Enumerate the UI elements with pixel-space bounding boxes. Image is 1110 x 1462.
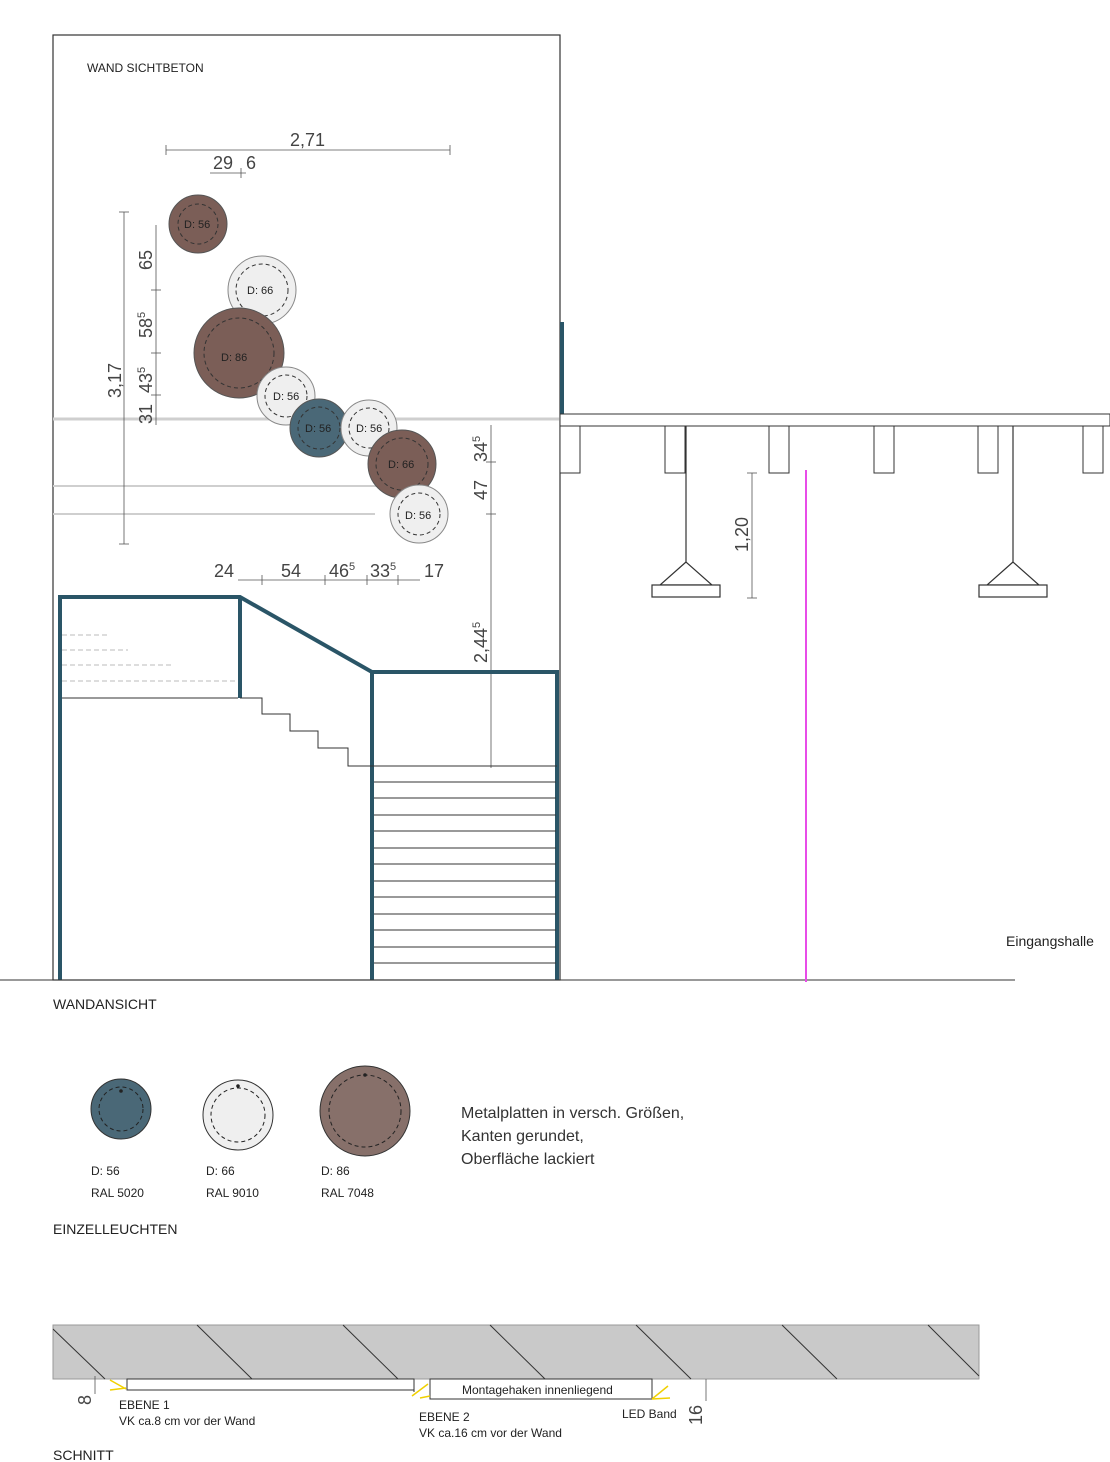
legend-lamp-56: D: 56 RAL 5020 (90, 1078, 152, 1200)
svg-text:54: 54 (281, 561, 301, 581)
svg-text:435: 435 (136, 367, 156, 393)
legend-lamp-86: D: 86 RAL 7048 (319, 1065, 411, 1200)
dimension-pendant-height: 1,20 (732, 472, 757, 599)
lamp: D: 66 (367, 429, 437, 499)
svg-text:D: 56: D: 56 (273, 391, 299, 403)
entrance-label: Eingangshalle (1006, 933, 1094, 949)
svg-text:1,20: 1,20 (732, 517, 752, 552)
dimension-top-sub: 29 6 (210, 153, 256, 178)
svg-text:17: 17 (424, 561, 444, 581)
svg-text:Metalplatten in versch. Größen: Metalplatten in versch. Größen, (461, 1105, 684, 1122)
wall-label: WAND SICHTBETON (87, 61, 204, 75)
view-title: WANDANSICHT (53, 996, 157, 1012)
hook-label: Montagehaken innenliegend (462, 1383, 613, 1397)
plate-level-2 (429, 1378, 653, 1400)
svg-text:2,71: 2,71 (290, 130, 325, 150)
svg-text:65: 65 (136, 250, 156, 270)
pendant-lamp (978, 426, 1048, 598)
staircase (58, 595, 559, 980)
svg-text:335: 335 (370, 561, 396, 581)
lamp: D: 86 (193, 307, 285, 399)
legend-lamp-66: D: 66 RAL 9010 (202, 1079, 274, 1200)
level-1-title: EBENE 1 (119, 1398, 170, 1412)
lamp: D: 56 (389, 484, 449, 544)
ceiling-structure (559, 322, 1110, 474)
legend-title: EINZELLEUCHTEN (53, 1221, 177, 1237)
svg-text:465: 465 (329, 561, 355, 581)
svg-text:D: 56: D: 56 (356, 423, 382, 435)
svg-text:6: 6 (246, 153, 256, 173)
lamp-cluster: D: 56 D: 66 D: 86 D: 56 D: 56 D: 56 (168, 194, 449, 544)
svg-text:D: 56: D: 56 (184, 219, 210, 231)
led-marks (109, 1379, 671, 1400)
svg-text:RAL 9010: RAL 9010 (206, 1186, 259, 1200)
wall-outline (52, 34, 561, 981)
svg-text:29: 29 (213, 153, 233, 173)
svg-text:47: 47 (471, 480, 491, 500)
svg-text:345: 345 (471, 436, 491, 462)
led-label: LED Band (622, 1407, 677, 1421)
dimension-top-total: 2,71 (165, 130, 451, 155)
lamp: D: 56 (168, 194, 228, 254)
section-dim-left: 8 (75, 1376, 96, 1405)
svg-text:D: 66: D: 66 (388, 459, 414, 471)
svg-text:RAL 5020: RAL 5020 (91, 1186, 144, 1200)
svg-text:D: 86: D: 86 (321, 1164, 350, 1178)
svg-text:D: 56: D: 56 (91, 1164, 120, 1178)
svg-text:31: 31 (136, 404, 156, 424)
level-1-desc: VK ca.8 cm vor der Wand (119, 1414, 255, 1428)
pendant-lamp (651, 426, 721, 598)
svg-text:24: 24 (214, 561, 234, 581)
svg-text:RAL 7048: RAL 7048 (321, 1186, 374, 1200)
svg-text:2,445: 2,445 (471, 622, 491, 663)
dimension-right: 345 47 2,445 (471, 425, 496, 768)
svg-text:16: 16 (686, 1405, 706, 1425)
level-2-title: EBENE 2 (419, 1410, 470, 1424)
svg-text:D: 66: D: 66 (206, 1164, 235, 1178)
lamp: D: 66 (227, 255, 297, 325)
svg-text:D: 56: D: 56 (305, 423, 331, 435)
dimension-vertical-sub: 65 585 435 31 (136, 225, 161, 425)
svg-text:Oberfläche lackiert: Oberfläche lackiert (461, 1151, 595, 1168)
section-wall (52, 1324, 980, 1380)
section-dim-right: 16 (686, 1379, 707, 1425)
dimension-vertical-total: 3,17 (105, 211, 129, 545)
section-title: SCHNITT (53, 1447, 114, 1462)
lamp: D: 56 (289, 398, 349, 458)
svg-text:585: 585 (136, 312, 156, 338)
svg-text:Kanten gerundet,: Kanten gerundet, (461, 1128, 584, 1145)
svg-text:8: 8 (75, 1395, 95, 1405)
svg-text:3,17: 3,17 (105, 363, 125, 398)
svg-text:D: 86: D: 86 (221, 352, 247, 364)
level-2-desc: VK ca.16 cm vor der Wand (419, 1426, 562, 1440)
plate-level-1 (126, 1378, 415, 1391)
legend-description: Metalplatten in versch. Größen, Kanten g… (461, 1105, 684, 1168)
svg-text:D: 66: D: 66 (247, 285, 273, 297)
dimension-bottom: 24 54 465 335 17 (214, 561, 444, 585)
svg-text:D: 56: D: 56 (405, 510, 431, 522)
